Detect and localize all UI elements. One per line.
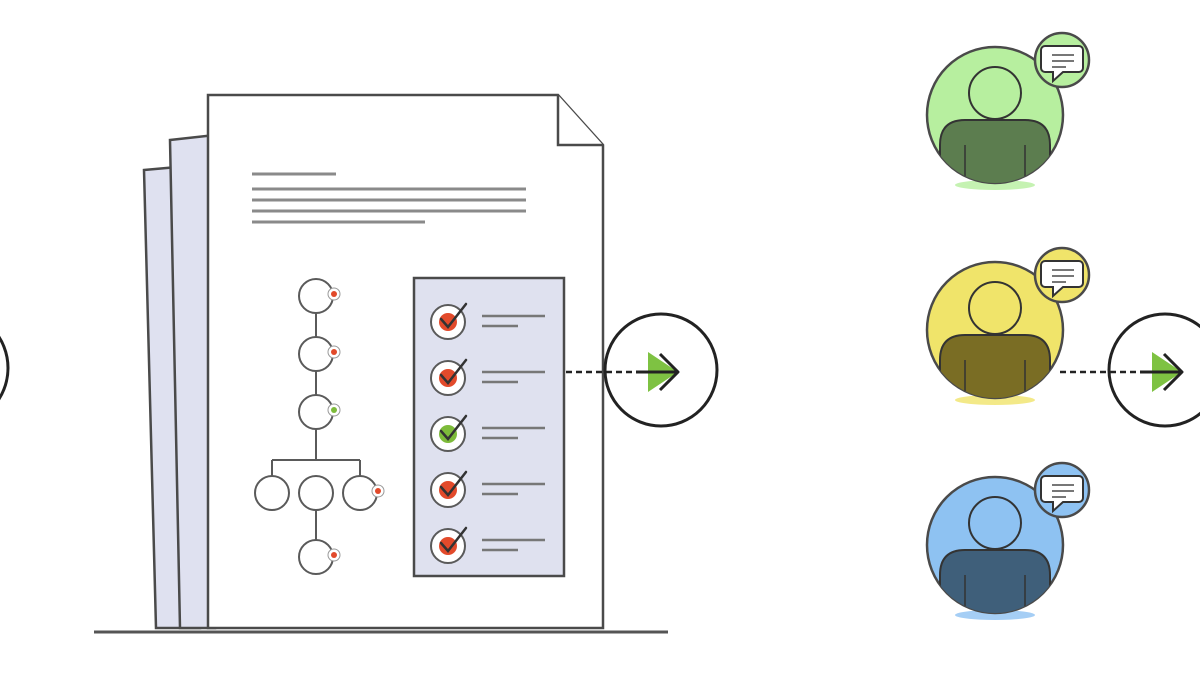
flowchart-node bbox=[298, 475, 334, 511]
node-status-badge bbox=[327, 287, 341, 301]
checklist-item bbox=[430, 414, 545, 452]
check-status-dot bbox=[439, 313, 457, 331]
node-status-badge bbox=[327, 548, 341, 562]
page-fold bbox=[556, 95, 603, 147]
checklist-item bbox=[430, 526, 545, 564]
speech-bubble-icon bbox=[1033, 246, 1091, 304]
flowchart-node bbox=[298, 336, 341, 372]
check-status-dot bbox=[439, 369, 457, 387]
avatar-head bbox=[968, 281, 1022, 335]
user-avatar-icon bbox=[925, 246, 1091, 405]
checkmark-icon bbox=[439, 358, 468, 385]
checkmark-icon bbox=[439, 302, 468, 329]
flowchart-node bbox=[342, 475, 385, 511]
flowchart-node bbox=[298, 539, 341, 575]
avatar-head bbox=[968, 66, 1022, 120]
checklist-item bbox=[430, 470, 545, 508]
checkmark-icon bbox=[439, 414, 468, 441]
page-text-lines bbox=[252, 172, 526, 224]
check-status-dot bbox=[439, 481, 457, 499]
checklist-icon bbox=[430, 302, 545, 564]
user-avatar-icon bbox=[925, 461, 1091, 620]
speech-bubble-icon bbox=[1033, 461, 1091, 519]
arrow-right-circle-icon bbox=[566, 312, 719, 428]
checkmark-icon bbox=[439, 526, 468, 553]
checklist-item bbox=[430, 302, 545, 340]
node-status-badge bbox=[327, 345, 341, 359]
flowchart-node bbox=[298, 394, 341, 430]
speech-bubble-icon bbox=[1033, 31, 1091, 89]
flowchart-node bbox=[254, 475, 290, 511]
left-edge-arrow-circle-icon bbox=[0, 335, 10, 401]
checklist-item bbox=[430, 358, 545, 396]
flowchart-icon bbox=[254, 278, 385, 575]
avatar-group bbox=[925, 31, 1091, 620]
checkmark-icon bbox=[439, 470, 468, 497]
avatar-head bbox=[968, 496, 1022, 550]
document-stack-icon bbox=[142, 93, 605, 630]
check-status-dot bbox=[439, 425, 457, 443]
check-status-dot bbox=[439, 537, 457, 555]
flowchart-node bbox=[298, 278, 341, 314]
node-status-badge bbox=[371, 484, 385, 498]
node-status-badge bbox=[327, 403, 341, 417]
user-avatar-icon bbox=[925, 31, 1091, 190]
arrow-right-circle-icon-right bbox=[1060, 312, 1200, 428]
